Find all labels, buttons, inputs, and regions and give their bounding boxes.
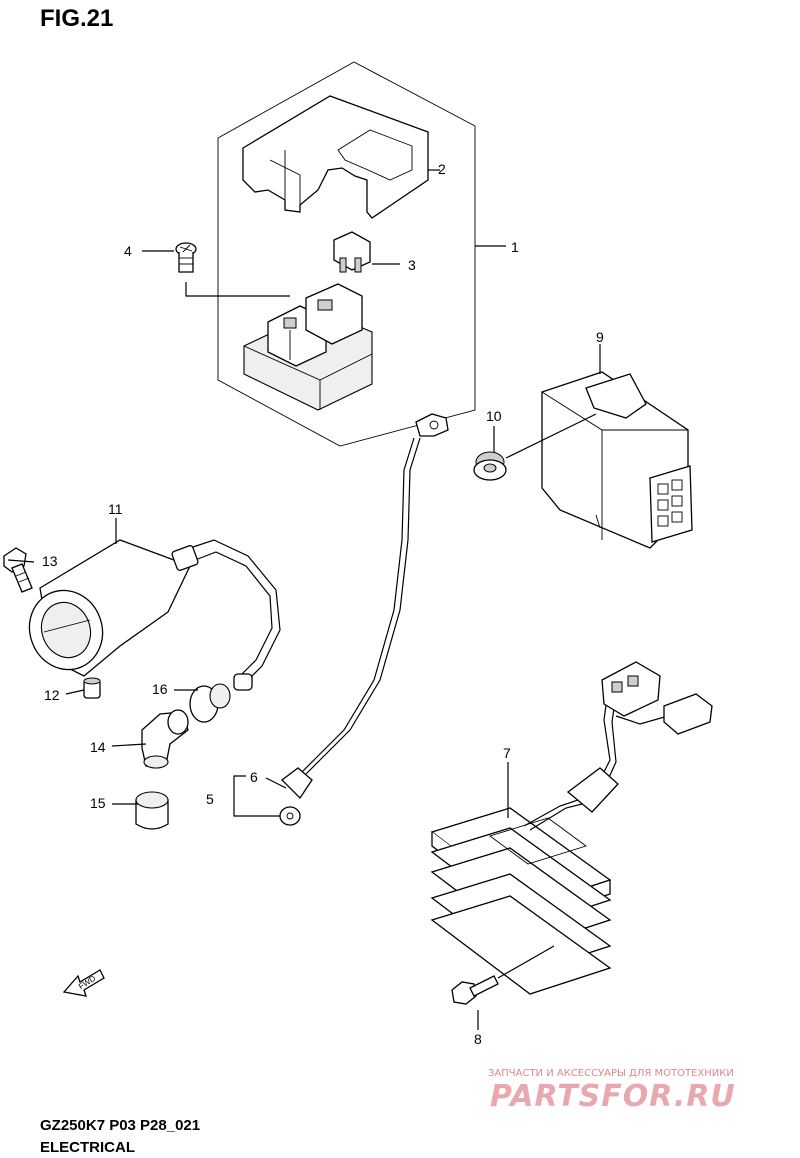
callout-4: 4 bbox=[124, 243, 132, 259]
part-16-seal bbox=[189, 673, 253, 723]
callout-15: 15 bbox=[90, 795, 106, 811]
callout-12: 12 bbox=[44, 687, 60, 703]
part-2-cover bbox=[242, 95, 429, 219]
part-8-screw bbox=[451, 945, 555, 1030]
watermark-logo: ЗАПЧАСТИ И АКСЕССУАРЫ ДЛЯ МОТОТЕХНИКИ PA… bbox=[488, 1068, 736, 1114]
callout-5: 5 bbox=[206, 791, 214, 807]
part-4-screw bbox=[175, 242, 290, 297]
callout-16: 16 bbox=[152, 681, 168, 697]
callout-8: 8 bbox=[474, 1031, 482, 1047]
part-7-regulator bbox=[430, 661, 713, 995]
callout-2: 2 bbox=[438, 161, 446, 177]
diagram-section: ELECTRICAL bbox=[40, 1139, 135, 1156]
diagram-code: GZ250K7 P03 P28_021 bbox=[40, 1117, 200, 1134]
part-11-ignition-coil bbox=[28, 539, 281, 685]
callout-7: 7 bbox=[503, 745, 511, 761]
callout-11: 11 bbox=[108, 501, 123, 517]
leader-lines bbox=[7, 169, 601, 818]
watermark-brand: PARTSFOR.RU bbox=[490, 1079, 736, 1114]
callout-10: 10 bbox=[486, 408, 502, 424]
fwd-arrow: FWD bbox=[62, 969, 105, 997]
part-10-grommet bbox=[473, 413, 597, 481]
callout-9: 9 bbox=[596, 329, 604, 345]
callout-13: 13 bbox=[42, 553, 58, 569]
watermark-tagline: ЗАПЧАСТИ И АКСЕССУАРЫ ДЛЯ МОТОТЕХНИКИ bbox=[488, 1068, 734, 1079]
callout-6: 6 bbox=[250, 769, 258, 785]
part-3-fuse bbox=[333, 231, 371, 273]
part-9-control-unit bbox=[541, 371, 693, 549]
callout-1: 1 bbox=[511, 239, 519, 255]
callout-3: 3 bbox=[408, 257, 416, 273]
figure-title: FIG.21 bbox=[40, 5, 113, 32]
part-12-collar bbox=[83, 677, 101, 699]
assembly-outline bbox=[217, 61, 476, 447]
part-15-cap bbox=[135, 791, 169, 830]
relay-base bbox=[243, 283, 373, 411]
part-14-plug-cap bbox=[141, 709, 189, 769]
part-5-ground-lead bbox=[279, 413, 449, 826]
part-13-bolt bbox=[3, 547, 33, 593]
callout-14: 14 bbox=[90, 739, 106, 755]
